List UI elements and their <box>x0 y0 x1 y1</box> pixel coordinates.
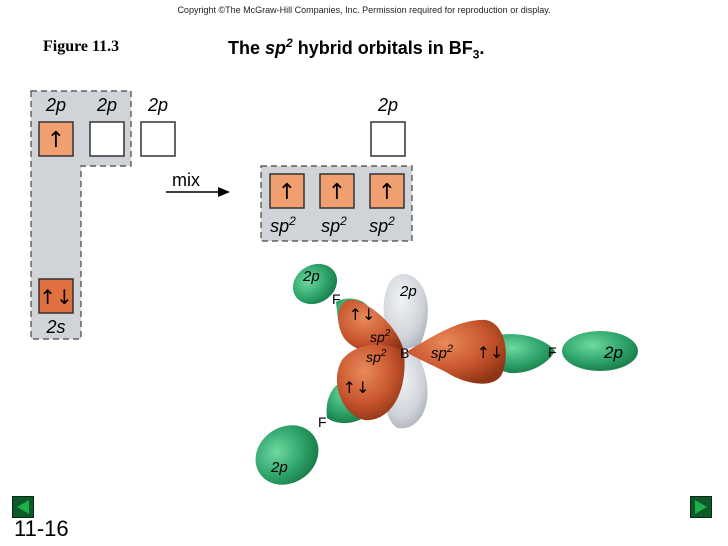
fluorine-p-lobe-right <box>562 331 638 371</box>
atom-fluorine-bottom: F <box>318 414 327 430</box>
arrow-left-icon <box>17 500 29 514</box>
label-2p-3: 2p <box>147 95 168 115</box>
unhybridized-p-lobe-top <box>383 274 428 350</box>
sp2-arrow-1: ↑ <box>278 180 296 205</box>
atom-fluorine-right: F <box>548 344 557 360</box>
bf3-molecule: 2p 2p 2p 2p F F F B sp2 sp2 sp2 ↑↓ ↑↓ ↑↓ <box>255 263 638 485</box>
sp2-box-3 <box>369 173 405 209</box>
sp2-label-2: sp2 <box>321 214 347 236</box>
atom-boron: B <box>400 345 409 361</box>
electron-pair-bottom: ↑↓ <box>343 378 370 397</box>
label-2p-1: 2p <box>45 95 66 115</box>
sp2-label-3: sp2 <box>369 214 395 236</box>
sp2-lobe-lower <box>336 344 405 421</box>
sp2-arrow-3: ↑ <box>378 180 396 205</box>
mix-label: mix <box>172 170 200 190</box>
mix-arrow <box>166 187 230 197</box>
electron-pair-2s: ↑↓ <box>39 285 73 309</box>
label-2p-f-bottom: 2p <box>270 459 288 476</box>
orbital-box-2p-filled <box>38 121 74 157</box>
electron-arrow-2p: ↑ <box>47 128 65 153</box>
sp2-lobe-upper <box>338 299 404 354</box>
page-title: The sp2 hybrid orbitals in BF3. <box>228 36 485 62</box>
sp2-arrow-2: ↑ <box>328 180 346 205</box>
electron-pair-top: ↑↓ <box>349 305 376 324</box>
fluorine-p-lobe-top-left <box>292 263 338 305</box>
next-slide-button[interactable] <box>690 496 712 518</box>
label-2p-2: 2p <box>96 95 117 115</box>
sp2-label-1: sp2 <box>270 214 296 236</box>
label-2p-remaining: 2p <box>377 95 398 115</box>
label-2p-f-right: 2p <box>603 343 623 362</box>
arrow-right-icon <box>695 500 707 514</box>
sp2-lobe-right <box>406 319 506 384</box>
sp2-box-1 <box>269 173 305 209</box>
sp2-label-lower-lobe: sp2 <box>366 348 387 365</box>
previous-slide-button[interactable] <box>12 496 34 518</box>
label-2s: 2s <box>45 317 65 337</box>
slide-number: 11-16 <box>14 516 69 541</box>
fluorine-p-lobe-bottom <box>255 425 319 485</box>
label-2p-boron: 2p <box>399 283 417 300</box>
sp2-label-right-lobe: sp2 <box>431 343 453 362</box>
sp2-label-upper-lobe: sp2 <box>370 328 391 345</box>
orbital-box-2p-unhybridized <box>370 121 406 157</box>
orbital-box-2p-empty-2 <box>140 121 176 157</box>
atom-fluorine-top: F <box>332 291 341 307</box>
figure-label: Figure 11.3 <box>43 38 120 55</box>
label-2p-f-top-left: 2p <box>302 268 320 285</box>
orbital-box-2s <box>38 278 74 314</box>
orbital-box-2p-empty-1 <box>89 121 125 157</box>
electron-pair-right: ↑↓ <box>477 343 504 362</box>
sp2-box-2 <box>319 173 355 209</box>
copyright-notice: Copyright ©The McGraw-Hill Companies, In… <box>177 5 551 15</box>
